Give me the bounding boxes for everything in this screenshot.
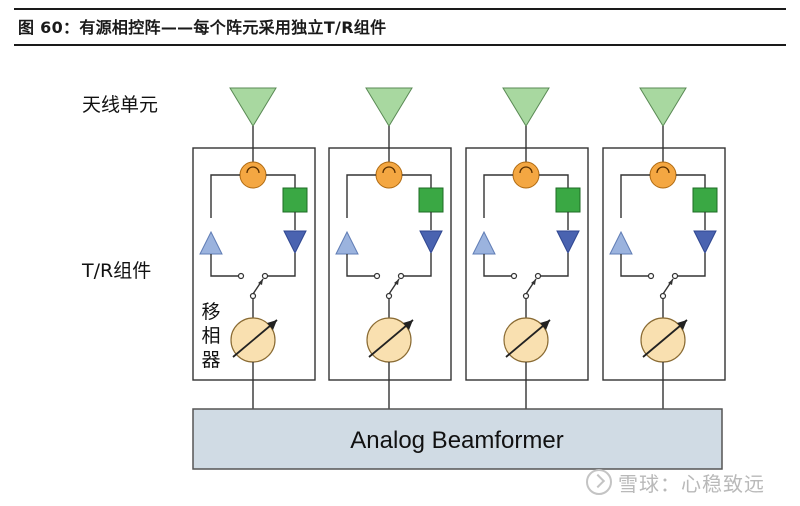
watermark-logo-icon: [586, 469, 612, 495]
antenna-label: 天线单元: [82, 94, 159, 116]
switch-arrowhead: [531, 279, 536, 285]
switch-contact: [373, 272, 381, 280]
phase-shifter-arrow: [505, 319, 551, 358]
tr-module-box: [328, 147, 452, 381]
watermark-text: 雪球：心稳致远: [618, 472, 765, 496]
phase-shifter-arrow: [232, 319, 278, 358]
phase-shifter-arrowhead: [267, 320, 277, 330]
switch-arrowhead: [668, 279, 673, 285]
pa-icon: [419, 230, 443, 255]
rx-path-line: [210, 174, 240, 218]
phase-shifter-char: 相: [201, 325, 221, 347]
caption-bottom-rule: [14, 44, 786, 46]
pa-to-switch-line: [403, 253, 432, 277]
phase-shifter-arrowhead: [403, 320, 413, 330]
tr-module-box: [465, 147, 589, 381]
pa-to-switch-line: [540, 253, 569, 277]
circulator-icon: [649, 161, 677, 189]
phase-shifter-label: 移 相 器: [198, 300, 224, 372]
phase-shifter-arrow: [368, 319, 414, 358]
switch-contact: [647, 272, 655, 280]
antenna-icon: [229, 87, 277, 127]
switch-contact: [261, 272, 269, 280]
rx-path-line: [483, 174, 513, 218]
phase-shifter-arrow: [642, 319, 688, 358]
switch-contact: [237, 272, 245, 280]
lna-to-switch-line: [346, 254, 375, 277]
switch-contact: [534, 272, 542, 280]
filter-icon: [418, 187, 444, 213]
circulator-arrow: [246, 166, 260, 174]
caption-top-rule: [14, 8, 786, 10]
tr-module-box: [602, 147, 726, 381]
antenna-icon: [365, 87, 413, 127]
tr-module-3: [465, 87, 589, 409]
rx-path-line: [620, 174, 650, 218]
phase-shifter-arrowhead: [540, 320, 550, 330]
beamformer-block: Analog Beamformer: [192, 408, 723, 470]
tr-module-4: [602, 87, 726, 409]
switch-pivot: [385, 292, 393, 300]
filter-icon: [282, 187, 308, 213]
beamformer-box: [192, 408, 723, 470]
switch-pivot: [659, 292, 667, 300]
tx-path-line: [676, 174, 706, 188]
phase-shifter-char: 移: [201, 301, 221, 323]
circulator-icon: [375, 161, 403, 189]
tx-path-line: [402, 174, 432, 188]
rx-path-line: [346, 174, 376, 218]
pa-icon: [693, 230, 717, 255]
switch-pivot: [522, 292, 530, 300]
circulator-arrow: [519, 166, 533, 174]
lna-icon: [199, 230, 223, 255]
antenna-icon: [639, 87, 687, 127]
phase-shifter-arrowhead: [677, 320, 687, 330]
circulator-arrow: [656, 166, 670, 174]
beamformer-label: Analog Beamformer: [350, 427, 563, 454]
switch-contact: [397, 272, 405, 280]
switch-pivot: [249, 292, 257, 300]
lna-to-switch-line: [210, 254, 239, 277]
tr-module-box: [192, 147, 316, 381]
pa-icon: [556, 230, 580, 255]
tr-module-2: [328, 87, 452, 409]
lna-to-switch-line: [483, 254, 512, 277]
switch-contact: [510, 272, 518, 280]
circulator-icon: [239, 161, 267, 189]
modules-layer: [192, 87, 726, 409]
watermark: 雪球：心稳致远: [586, 468, 765, 497]
lna-to-switch-line: [620, 254, 649, 277]
pa-icon: [283, 230, 307, 255]
lna-icon: [472, 230, 496, 255]
tx-path-line: [539, 174, 569, 188]
lna-icon: [609, 230, 633, 255]
tr-module-label: T/R组件: [82, 260, 152, 282]
pa-to-switch-line: [677, 253, 706, 277]
tx-path-line: [266, 174, 296, 188]
pa-to-switch-line: [267, 253, 296, 277]
filter-icon: [692, 187, 718, 213]
switch-arrowhead: [258, 279, 263, 285]
switch-contact: [671, 272, 679, 280]
filter-icon: [555, 187, 581, 213]
lna-icon: [335, 230, 359, 255]
switch-arrowhead: [394, 279, 399, 285]
circulator-icon: [512, 161, 540, 189]
phase-shifter-char: 器: [201, 349, 221, 371]
antenna-icon: [502, 87, 550, 127]
figure-caption: 图 60：有源相控阵——每个阵元采用独立T/R组件: [18, 18, 387, 37]
tr-module-1: [192, 87, 316, 409]
circulator-arrow: [382, 166, 396, 174]
